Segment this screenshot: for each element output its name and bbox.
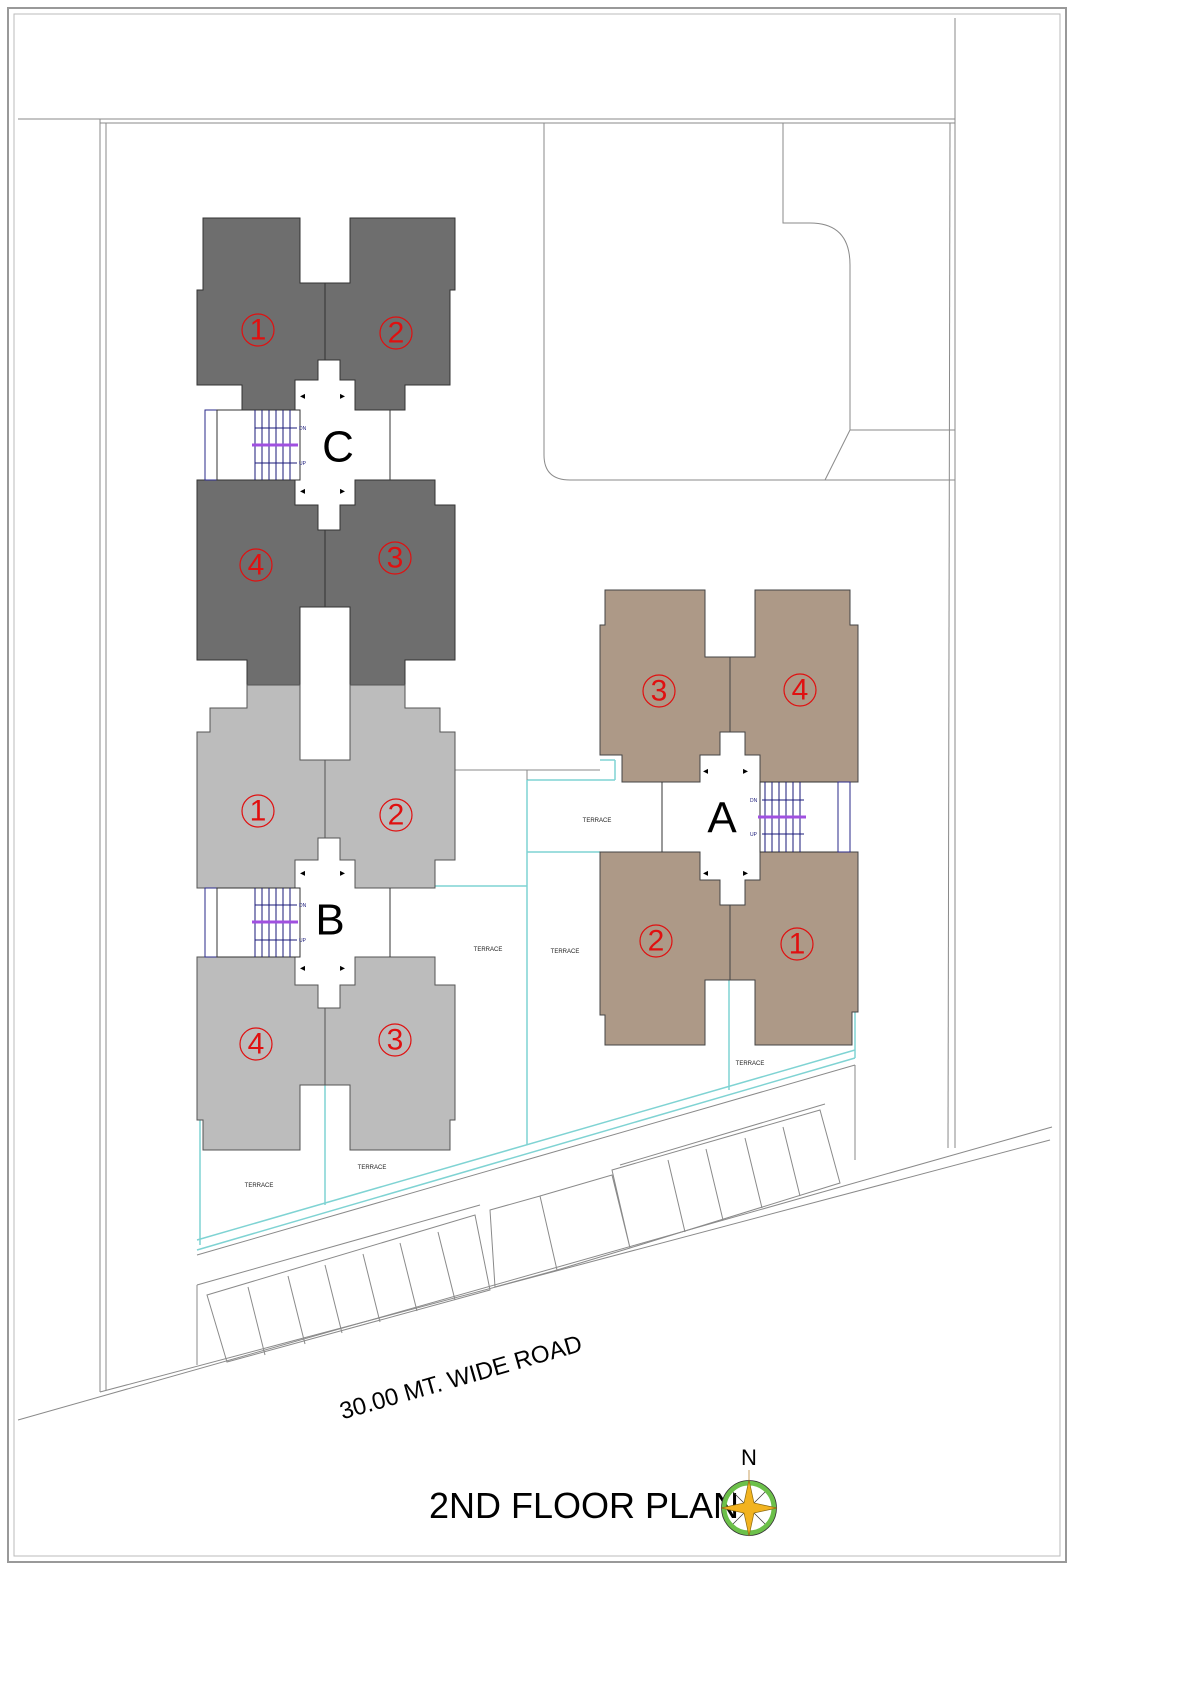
tower-a-unit-1[interactable] [729,851,859,1046]
unit-number: 3 [387,1024,404,1057]
svg-text:▸: ▸ [743,766,748,777]
tower-b-unit-3[interactable] [324,956,456,1151]
stair-down-label: DN [299,426,307,432]
svg-text:◂: ◂ [703,868,708,879]
stair-down-label: DN [299,903,307,909]
svg-text:▸: ▸ [340,963,345,974]
tower-a-unit-4[interactable] [729,589,859,783]
svg-text:▸: ▸ [340,868,345,879]
plan-title: 2ND FLOOR PLAN [429,1485,739,1526]
tower-b-label: B [315,896,344,945]
svg-text:▸: ▸ [340,486,345,497]
svg-text:▸: ▸ [340,391,345,402]
unit-number: 4 [248,1028,265,1061]
outer-frame [7,7,1067,1563]
tower-c-unit-3[interactable] [324,479,456,686]
unit-number: 2 [648,925,665,958]
terrace-label: TERRACE [245,1183,274,1189]
svg-text:◂: ◂ [300,868,305,879]
svg-text:◂: ◂ [300,486,305,497]
unit-number: 3 [651,675,668,708]
terrace-label: TERRACE [358,1165,387,1171]
tower-c-stair: DN UP [204,409,307,481]
terrace-label: TERRACE [583,818,612,824]
tower-a-unit-3[interactable] [599,589,731,783]
tower-b-unit-1[interactable] [196,684,326,889]
stair-up-label: UP [299,461,307,467]
unit-number: 4 [248,549,265,582]
inner-frame [13,13,1061,1557]
stair-up-label: UP [750,832,758,838]
tower-b-stair: DN UP [204,887,307,958]
svg-text:◂: ◂ [300,963,305,974]
tower-a: DN UP A ◂ ▸ ◂ ▸ 3 4 2 1 [599,589,859,1046]
terrace-label: TERRACE [474,947,503,953]
svg-text:◂: ◂ [300,391,305,402]
tower-c-unit-4[interactable] [196,479,326,686]
tower-b-unit-2[interactable] [324,684,456,889]
tower-a-stair: DN UP [750,781,851,853]
svg-text:◂: ◂ [703,766,708,777]
tower-a-unit-2[interactable] [599,851,731,1046]
unit-number: 2 [388,799,405,832]
unit-number: 3 [387,542,404,575]
unit-number: 1 [250,795,267,828]
tower-c: DN UP C ◂ ▸ ◂ ▸ 1 2 4 3 [196,217,456,686]
stair-up-label: UP [299,938,307,944]
road-label: 30.00 MT. WIDE ROAD [337,1330,585,1425]
terrace-label: TERRACE [736,1061,765,1067]
svg-text:▸: ▸ [743,868,748,879]
tower-b: DN UP B ◂ ▸ ◂ ▸ 1 2 4 3 [196,684,456,1151]
north-label: N [741,1445,757,1470]
unit-number: 4 [792,674,809,707]
north-compass-icon: N [720,1445,778,1537]
unit-number: 1 [789,928,806,961]
stair-down-label: DN [750,798,758,804]
tower-a-label: A [707,794,737,843]
terrace-boundaries [196,759,856,1251]
tower-c-unit-2[interactable] [324,217,456,411]
unit-number: 1 [250,314,267,347]
terrace-label: TERRACE [551,949,580,955]
unit-number: 2 [388,317,405,350]
site-lines [17,18,1053,1421]
tower-c-label: C [322,423,354,472]
